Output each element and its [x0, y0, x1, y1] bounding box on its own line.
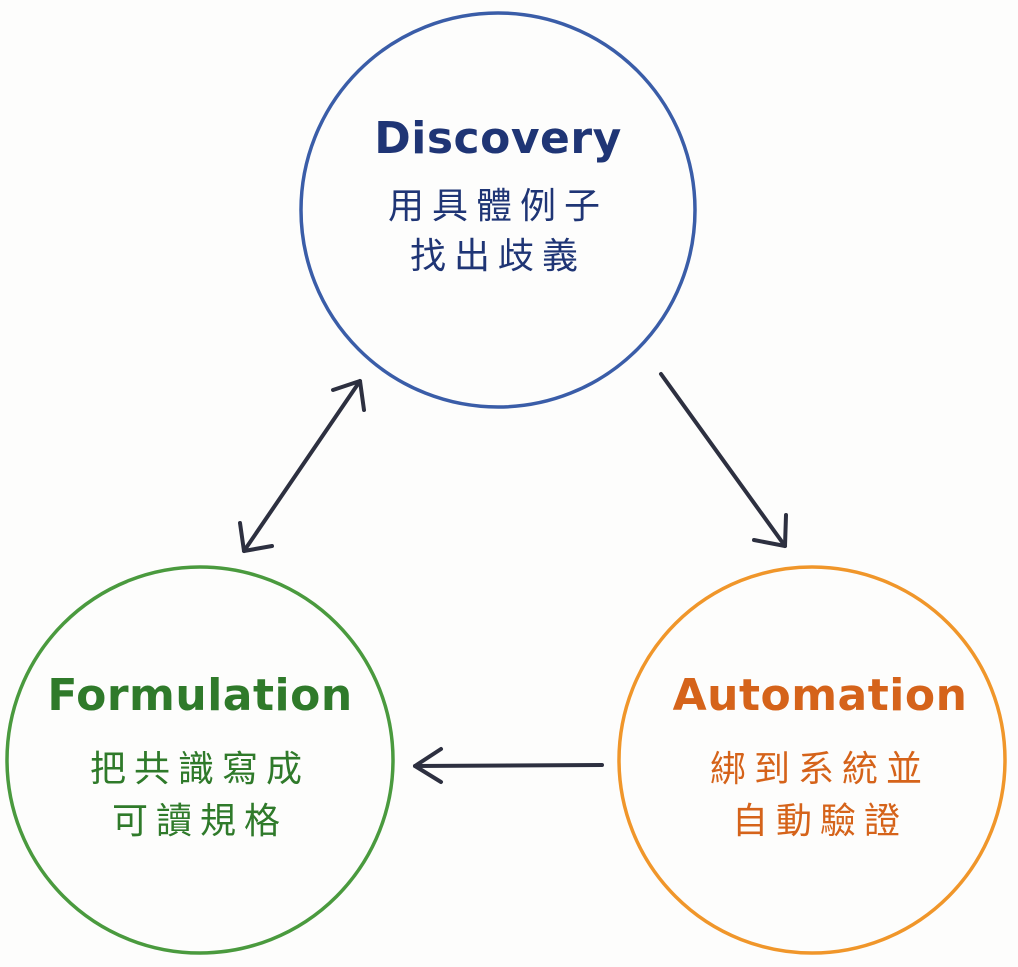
formulation-node: Formulation 把共識寫成 可讀規格: [30, 670, 370, 843]
arrow-automation-to-formulation: [413, 747, 604, 784]
automation-circle: [617, 565, 1007, 955]
automation-description-line-1: 綁到系統並: [709, 749, 930, 791]
arrow-formulation-discovery-bidirectional: [238, 379, 366, 553]
discovery-circle: [299, 11, 697, 409]
discovery-description-line-2: 找出歧義: [409, 235, 586, 277]
discovery-node: Discovery 用具體例子 找出歧義: [330, 113, 666, 278]
automation-description-line-2: 自動驗證: [731, 800, 908, 842]
discovery-title: Discovery: [374, 113, 622, 164]
formulation-description-line-1: 把共識寫成: [89, 749, 310, 791]
formulation-description-line-2: 可讀規格: [111, 800, 288, 842]
discovery-description-line-1: 用具體例子: [387, 186, 608, 228]
arrow-discovery-to-automation: [659, 372, 788, 548]
automation-node: Automation 綁到系統並 自動驗證: [640, 670, 1000, 843]
formulation-title: Formulation: [47, 670, 353, 721]
automation-title: Automation: [672, 670, 968, 721]
formulation-circle: [5, 565, 395, 955]
